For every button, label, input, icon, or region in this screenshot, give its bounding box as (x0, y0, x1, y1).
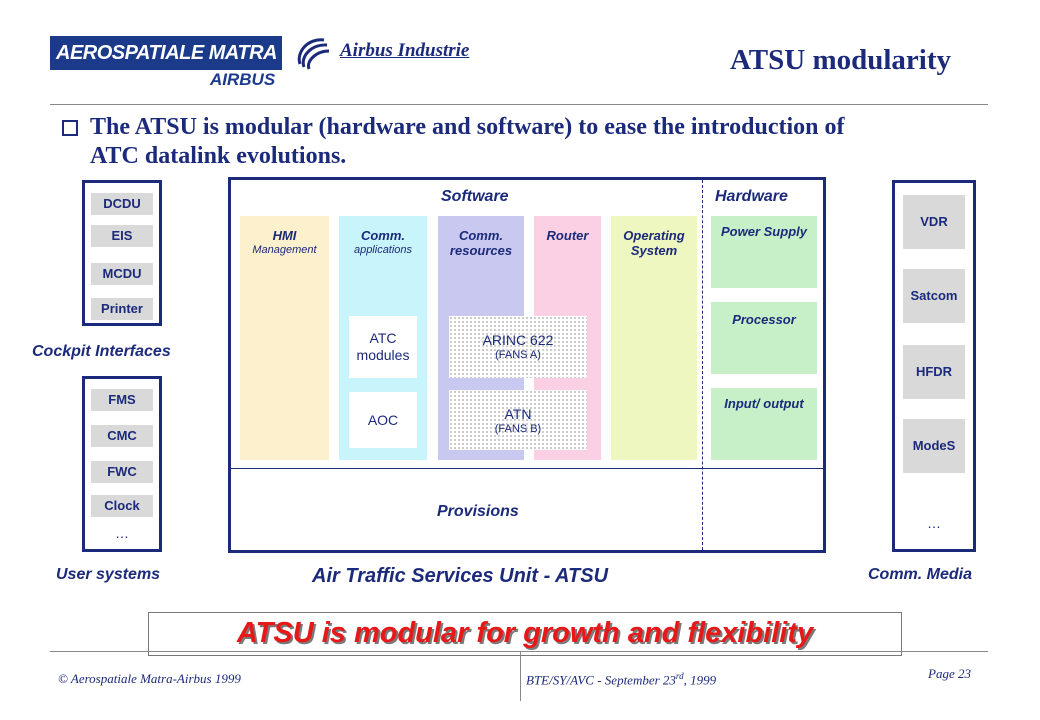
page-number: Page 23 (928, 666, 971, 681)
footer-reference-sup: rd (675, 671, 684, 681)
media-item-satcom: Satcom (903, 269, 965, 323)
cockpit-item-printer: Printer (91, 298, 153, 320)
hardware-power-supply: Power Supply (711, 216, 817, 288)
user-item-clock: Clock (91, 495, 153, 517)
footer-reference-suffix: , 1999 (683, 672, 717, 688)
arinc-622-subtitle: (FANS A) (495, 349, 541, 361)
provisions-label: Provisions (437, 503, 519, 520)
column-comm-resources-title: Comm. (458, 228, 504, 243)
user-item-fms: FMS (91, 389, 153, 411)
software-hardware-divider (702, 180, 703, 550)
hardware-processor: Processor (711, 302, 817, 374)
atn-box: ATN (FANS B) (449, 390, 587, 450)
hardware-input-output: Input/ output (711, 388, 817, 460)
cockpit-item-dcdu: DCDU (91, 193, 153, 215)
cockpit-interfaces-label: Cockpit Interfaces (32, 343, 171, 360)
hardware-label: Hardware (715, 188, 788, 205)
cockpit-item-eis: EIS (91, 225, 153, 247)
software-label: Software (441, 188, 509, 205)
footer-vertical-divider (520, 651, 521, 701)
footer-copyright: © Aerospatiale Matra-Airbus 1999 (58, 671, 241, 686)
atsu-unit-label: Air Traffic Services Unit - ATSU (312, 565, 609, 587)
header-divider (50, 104, 988, 105)
column-comm-resources-subtitle: resources (449, 243, 513, 258)
user-item-cmc: CMC (91, 425, 153, 447)
arinc-622-box: ARINC 622 (FANS A) (449, 316, 587, 378)
column-hmi: HMI Management (240, 216, 329, 460)
bullet-checkbox-icon (62, 120, 78, 136)
user-item-fwc: FWC (91, 461, 153, 483)
footer-reference-prefix: BTE/SY/AVC - September 23 (526, 672, 676, 688)
aoc-box: AOC (349, 392, 417, 448)
comm-media-label: Comm. Media (868, 566, 973, 583)
footer-divider (50, 651, 988, 652)
provisions-divider (231, 468, 823, 469)
comm-media-panel: VDR Satcom HFDR ModeS … (892, 180, 976, 552)
footer-reference: BTE/SY/AVC - September 23rd, 1999 (526, 671, 716, 688)
column-router-title: Router (546, 228, 589, 243)
media-item-hfdr: HFDR (903, 345, 965, 399)
column-comm-applications-subtitle: applications (353, 244, 413, 256)
user-ellipsis: … (115, 525, 129, 541)
media-item-vdr: VDR (903, 195, 965, 249)
column-operating-system-subtitle: System (630, 243, 678, 258)
cockpit-item-mcdu: MCDU (91, 263, 153, 285)
column-operating-system-title: Operating (623, 228, 685, 243)
media-item-modes: ModeS (903, 419, 965, 473)
column-operating-system: Operating System (611, 216, 697, 460)
user-systems-panel: FMS CMC FWC Clock … (82, 376, 162, 552)
column-hmi-subtitle: Management (252, 244, 317, 256)
atc-modules-box: ATC modules (349, 316, 417, 378)
column-comm-applications-title: Comm. (360, 228, 406, 243)
user-systems-label: User systems (56, 566, 161, 583)
airbus-industrie-brand: Airbus Industrie (340, 40, 470, 61)
slide-title: ATSU modularity (730, 44, 952, 76)
airbus-swirl-icon (297, 38, 330, 70)
atn-title: ATN (504, 406, 532, 422)
atsu-panel: Software Hardware HMI Management Comm. a… (228, 177, 826, 553)
arinc-622-title: ARINC 622 (482, 332, 554, 348)
bullet-text: The ATSU is modular (hardware and softwa… (90, 114, 845, 169)
slogan: ATSU is modular for growth and flexibili… (236, 617, 814, 649)
cockpit-interfaces-panel: DCDU EIS MCDU Printer (82, 180, 162, 326)
column-hmi-title: HMI (272, 228, 297, 243)
slogan-box (148, 612, 902, 656)
aerospatiale-matra-logo: AEROSPATIALE MATRA (50, 36, 282, 70)
airbus-logo-text: AIRBUS (210, 70, 276, 89)
atn-subtitle: (FANS B) (494, 423, 542, 435)
media-ellipsis: … (927, 515, 941, 531)
